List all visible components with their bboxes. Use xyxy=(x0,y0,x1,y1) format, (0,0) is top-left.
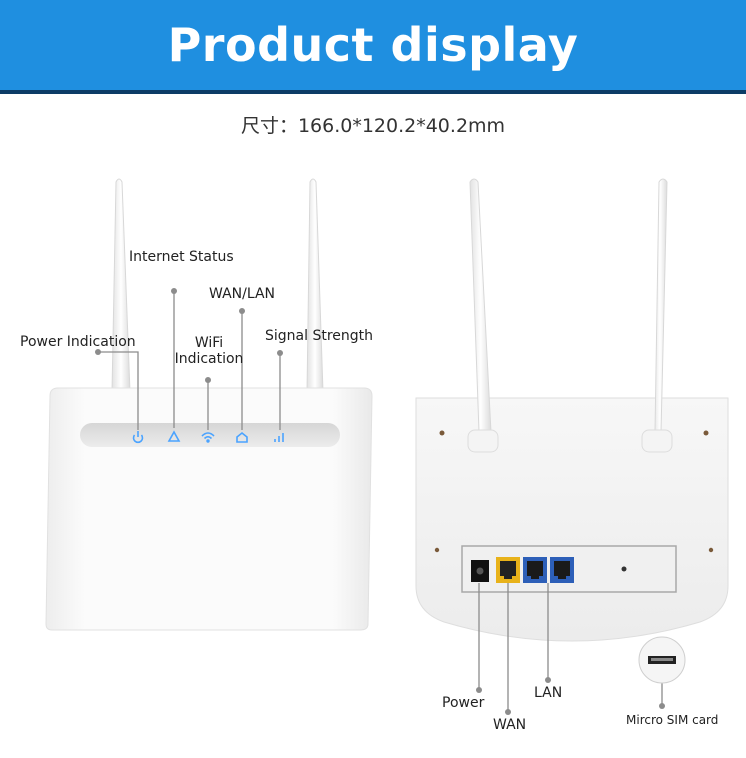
wifi-indication-label: WiFi Indication xyxy=(172,335,246,367)
banner-title: Product display xyxy=(167,18,579,72)
wifi-indication-line1: WiFi xyxy=(194,335,224,351)
sim-card-label: Mircro SIM card xyxy=(626,713,719,727)
signal-led-icon xyxy=(274,433,284,442)
front-antenna-left xyxy=(111,178,131,393)
wifi-indication-line2: Indication xyxy=(174,351,244,367)
signal-strength-label: Signal Strength xyxy=(265,328,374,344)
dimensions-text: 尺寸：166.0*120.2*40.2mm xyxy=(240,115,506,137)
power-indication-label: Power Indication xyxy=(20,334,136,350)
lan-port-label: LAN xyxy=(534,685,563,701)
reset-hole xyxy=(621,566,627,572)
internet-led-icon xyxy=(167,430,181,442)
sim-slot-detail xyxy=(638,636,686,684)
front-antenna-right xyxy=(306,178,324,393)
wan-lan-label: WAN/LAN xyxy=(209,286,276,302)
front-led-strip xyxy=(80,423,340,447)
wan-port-label: WAN xyxy=(493,717,527,733)
wan-lan-led-icon xyxy=(236,431,248,443)
back-router-body xyxy=(415,397,729,642)
back-router xyxy=(415,178,729,715)
front-router-body xyxy=(45,387,373,631)
power-callout-line xyxy=(98,351,139,430)
wifi-led-icon xyxy=(201,432,215,443)
power-led-icon xyxy=(132,431,144,444)
power-port-label: Power xyxy=(442,695,485,711)
internet-status-label: Internet Status xyxy=(129,249,234,265)
front-router xyxy=(45,178,373,631)
banner: Product display xyxy=(0,0,746,94)
